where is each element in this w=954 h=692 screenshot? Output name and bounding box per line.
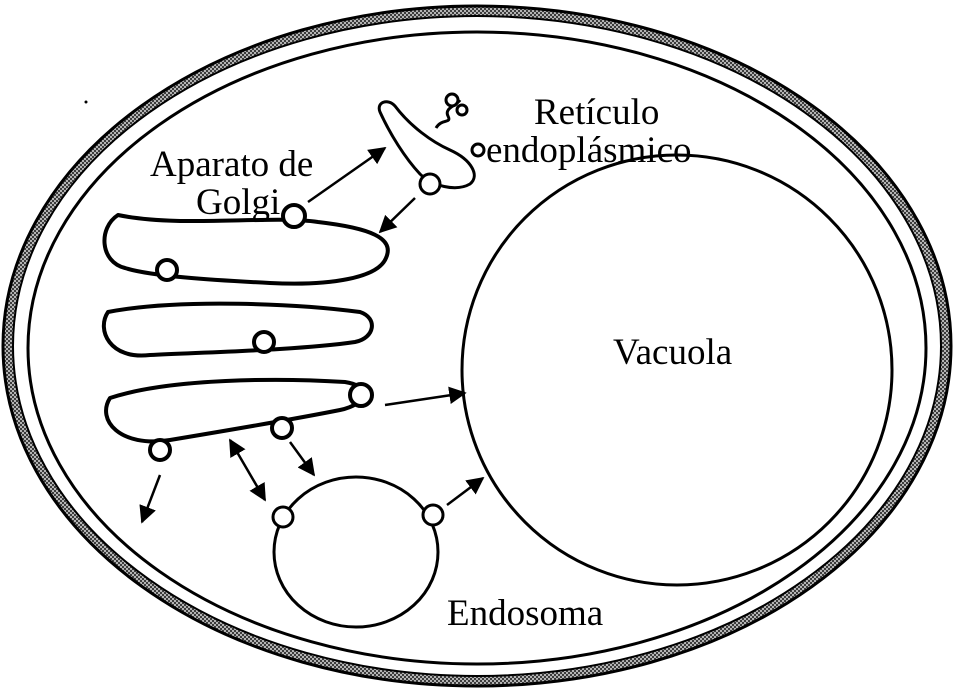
- golgi-label-line1: Aparato de: [150, 144, 313, 185]
- endoplasmic-reticulum: [379, 94, 484, 194]
- arrow-golgi-to-vacuole: [385, 393, 465, 405]
- arrow-golgi-to-er: [308, 148, 385, 202]
- speck: [85, 101, 88, 104]
- arrow-golgi-to-endosome: [290, 442, 314, 475]
- arrow-er-to-golgi: [380, 198, 415, 232]
- arrow-endosome-to-vacuole: [447, 478, 483, 505]
- endosome-label: Endosoma: [447, 593, 603, 634]
- cell-wall: [3, 6, 951, 686]
- vacuole-label: Vacuola: [613, 332, 732, 373]
- er-label-line2: endoplásmico: [486, 130, 692, 171]
- golgi-label-line2: Golgi: [196, 182, 280, 223]
- transport-arrows: [142, 148, 483, 522]
- arrow-golgi-outward: [142, 475, 160, 522]
- er-label-line1: Retículo: [534, 92, 659, 133]
- plasma-membrane: [28, 32, 926, 664]
- endosome: [273, 477, 443, 627]
- arrow-golgi-endosome-bidirectional: [230, 440, 265, 500]
- golgi-apparatus: [104, 205, 388, 460]
